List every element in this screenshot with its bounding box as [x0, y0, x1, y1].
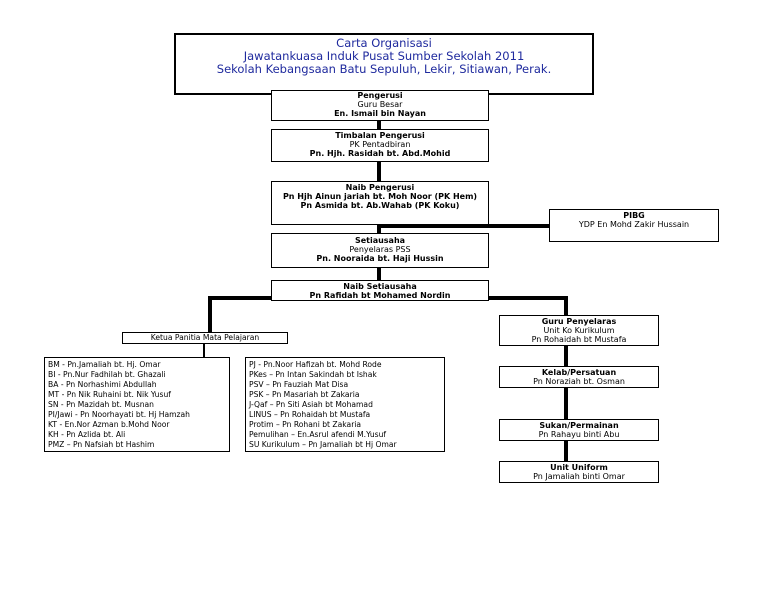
panitia-entry: PKes – Pn Intan Sakindah bt Ishak [249, 370, 377, 379]
panitia-entry: PI/Jawi - Pn Noorhayati bt. Hj Hamzah [48, 410, 190, 419]
connector-right-column [564, 346, 568, 462]
chart-subtitle: Jawatankuasa Induk Pusat Sumber Sekolah … [243, 49, 525, 63]
node-role: Guru Besar [357, 100, 403, 109]
node-name: Pn Jamaliah binti Omar [533, 472, 625, 481]
node-guru-penyelaras: Guru Penyelaras Unit Ko Kurikulum Pn Roh… [499, 315, 659, 346]
panitia-entry: SU Kurikulum – Pn Jamaliah bt Hj Omar [249, 440, 397, 449]
panitia-entry: SN - Pn Mazidah bt. Musnan [48, 400, 154, 409]
node-setiausaha: Setiausaha Penyelaras PSS Pn. Nooraida b… [271, 233, 489, 268]
node-heading: Timbalan Pengerusi [335, 131, 425, 140]
node-name: YDP En Mohd Zakir Hussain [578, 220, 690, 229]
panitia-entry: PSK – Pn Masariah bt Zakaria [249, 390, 360, 399]
node-ketua-panitia: Ketua Panitia Mata Pelajaran [122, 332, 288, 344]
node-pibg: PIBG YDP En Mohd Zakir Hussain [549, 209, 719, 242]
panitia-entry: BM - Pn.Jamaliah bt. Hj. Omar [48, 360, 161, 369]
node-heading: Unit Uniform [550, 463, 608, 472]
connector-panitia-down [203, 342, 205, 358]
node-heading: Naib Pengerusi [345, 183, 415, 192]
node-kelab-persatuan: Kelab/Persatuan Pn Noraziah bt. Osman [499, 366, 659, 388]
node-heading: Pengerusi [357, 91, 403, 100]
chart-title-box: Carta Organisasi Jawatankuasa Induk Pusa… [174, 33, 594, 95]
panitia-entry: PMZ – Pn Nafsiah bt Hashim [48, 440, 155, 449]
school-name: Sekolah Kebangsaan Batu Sepuluh, Lekir, … [216, 62, 552, 76]
node-heading: Guru Penyelaras [541, 317, 617, 326]
node-name-1: Pn Hjh Ainun jariah bt. Moh Noor (PK Hem… [282, 192, 478, 201]
panitia-entry: KT - En.Nor Azman b.Mohd Noor [48, 420, 170, 429]
node-unit-uniform: Unit Uniform Pn Jamaliah binti Omar [499, 461, 659, 483]
node-heading: PIBG [623, 211, 645, 220]
node-role: PK Pentadbiran [349, 140, 411, 149]
node-heading: Setiausaha [354, 236, 406, 245]
panitia-entry: BA - Pn Norhashimi Abdullah [48, 380, 157, 389]
panitia-entry: Protim – Pn Rohani bt Zakaria [249, 420, 362, 429]
node-naib-setiausaha: Naib Setiausaha Pn Rafidah bt Mohamed No… [271, 280, 489, 301]
panitia-entry: BI - Pn.Nur Fadhilah bt. Ghazali [48, 370, 166, 379]
panitia-entry: Pemulihan – En.Asrul afendi M.Yusuf [249, 430, 387, 439]
node-timbalan-pengerusi: Timbalan Pengerusi PK Pentadbiran Pn. Hj… [271, 129, 489, 162]
node-name: Pn Rafidah bt Mohamed Nordin [309, 291, 451, 300]
chart-title: Carta Organisasi [336, 36, 432, 50]
node-sukan-permainan: Sukan/Permainan Pn Rahayu binti Abu [499, 419, 659, 441]
node-name: Pn Rahayu binti Abu [538, 430, 620, 439]
node-role: Unit Ko Kurikulum [543, 326, 615, 335]
panitia-entry: MT - Pn Nik Ruhaini bt. Nik Yusuf [48, 390, 171, 399]
node-label: Ketua Panitia Mata Pelajaran [150, 333, 260, 342]
node-heading: Kelab/Persatuan [541, 368, 617, 377]
panitia-entry: PSV – Pn Fauziah Mat Disa [249, 380, 349, 389]
node-role: Penyelaras PSS [349, 245, 411, 254]
panitia-entry: J-Qaf – Pn Siti Asiah bt Mohamad [249, 400, 373, 409]
node-naib-pengerusi: Naib Pengerusi Pn Hjh Ainun jariah bt. M… [271, 181, 489, 225]
node-name: Pn. Hjh. Rasidah bt. Abd.Mohid [309, 149, 451, 158]
connector-pibg [381, 224, 551, 228]
node-heading: Naib Setiausaha [343, 282, 417, 291]
node-name: Pn Noraziah bt. Osman [533, 377, 625, 386]
panitia-entry: KH - Pn Azlida bt. Ali [48, 430, 126, 439]
node-name: En. Ismail bin Nayan [334, 109, 426, 118]
panitia-entry: LINUS – Pn Rohaidah bt Mustafa [249, 410, 371, 419]
node-name: Pn Rohaidah bt Mustafa [531, 335, 627, 344]
node-heading: Sukan/Permainan [539, 421, 619, 430]
panitia-entry: PJ - Pn.Noor Hafizah bt. Mohd Rode [249, 360, 382, 369]
node-name: Pn. Nooraida bt. Haji Hussin [316, 254, 444, 263]
connector-branch-right [564, 296, 568, 316]
node-pengerusi: Pengerusi Guru Besar En. Ismail bin Naya… [271, 90, 489, 121]
node-name-2: Pn Asmida bt. Ab.Wahab (PK Koku) [300, 201, 460, 210]
connector-branch-left [208, 296, 212, 332]
